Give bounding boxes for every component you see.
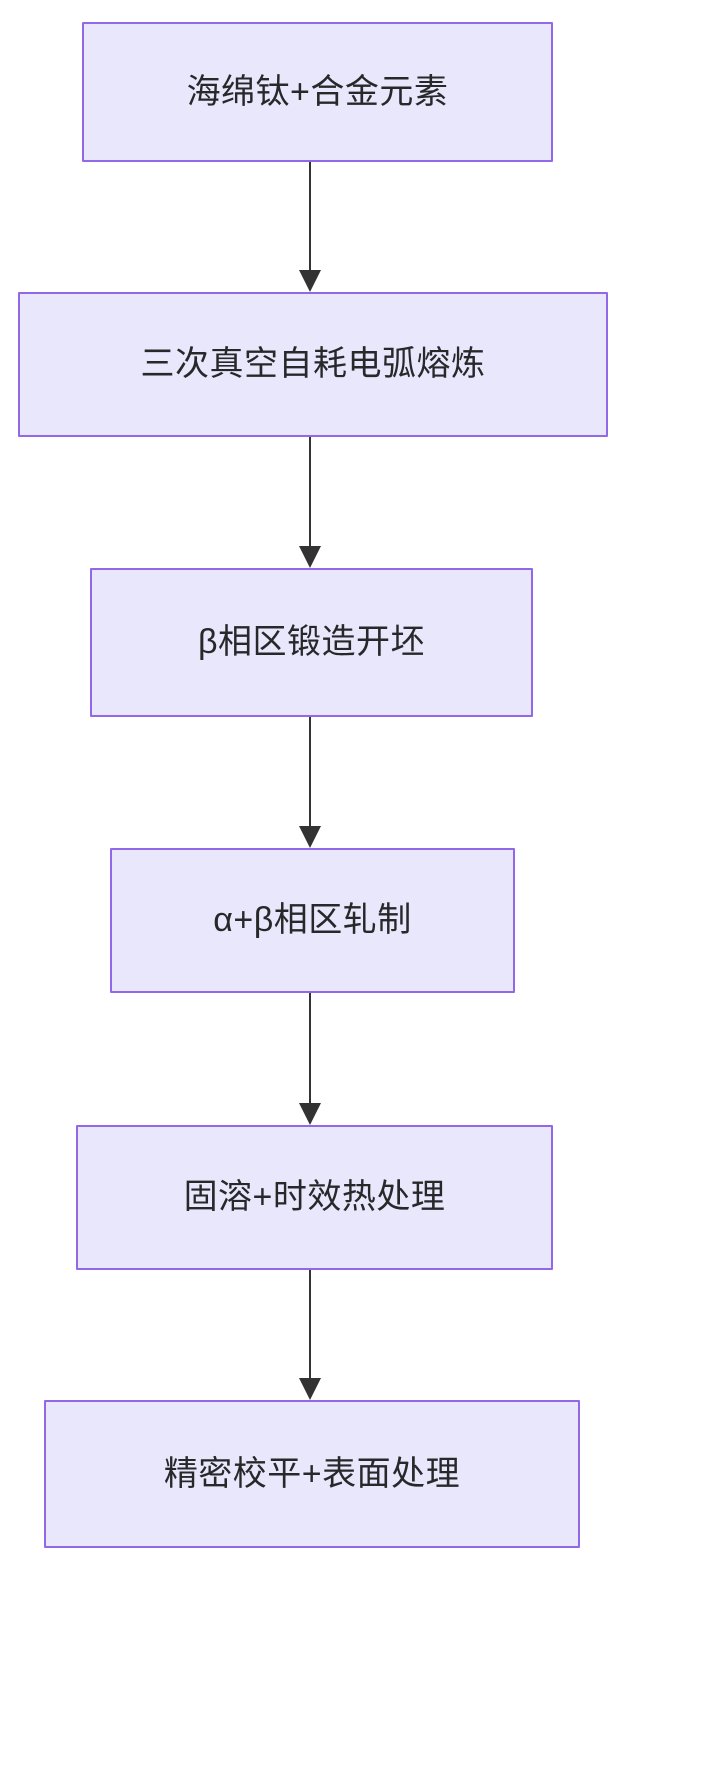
flow-node-1[interactable]: 海绵钛+合金元素 (82, 22, 553, 162)
flow-arrow-3 (298, 717, 322, 848)
arrow-head (299, 270, 321, 292)
flow-node-label: 精密校平+表面处理 (163, 1454, 461, 1493)
arrow-head (299, 546, 321, 568)
flow-node-6[interactable]: 精密校平+表面处理 (44, 1400, 580, 1548)
flow-arrow-5 (298, 1270, 322, 1400)
flow-node-label: 海绵钛+合金元素 (186, 72, 449, 111)
flow-node-label: 固溶+时效热处理 (183, 1178, 446, 1217)
flow-node-3[interactable]: β相区锻造开坯 (90, 568, 533, 717)
flow-arrow-2 (298, 437, 322, 568)
flow-node-label: α+β相区轧制 (213, 901, 412, 940)
flow-node-5[interactable]: 固溶+时效热处理 (76, 1125, 553, 1270)
arrow-head (299, 1378, 321, 1400)
arrow-head (299, 826, 321, 848)
flow-node-label: 三次真空自耗电弧熔炼 (140, 345, 486, 384)
flow-node-4[interactable]: α+β相区轧制 (110, 848, 515, 993)
flow-node-label: β相区锻造开坯 (197, 623, 426, 662)
flow-node-2[interactable]: 三次真空自耗电弧熔炼 (18, 292, 608, 437)
arrow-head (299, 1103, 321, 1125)
flow-arrow-1 (298, 162, 322, 292)
flow-arrow-4 (298, 993, 322, 1125)
